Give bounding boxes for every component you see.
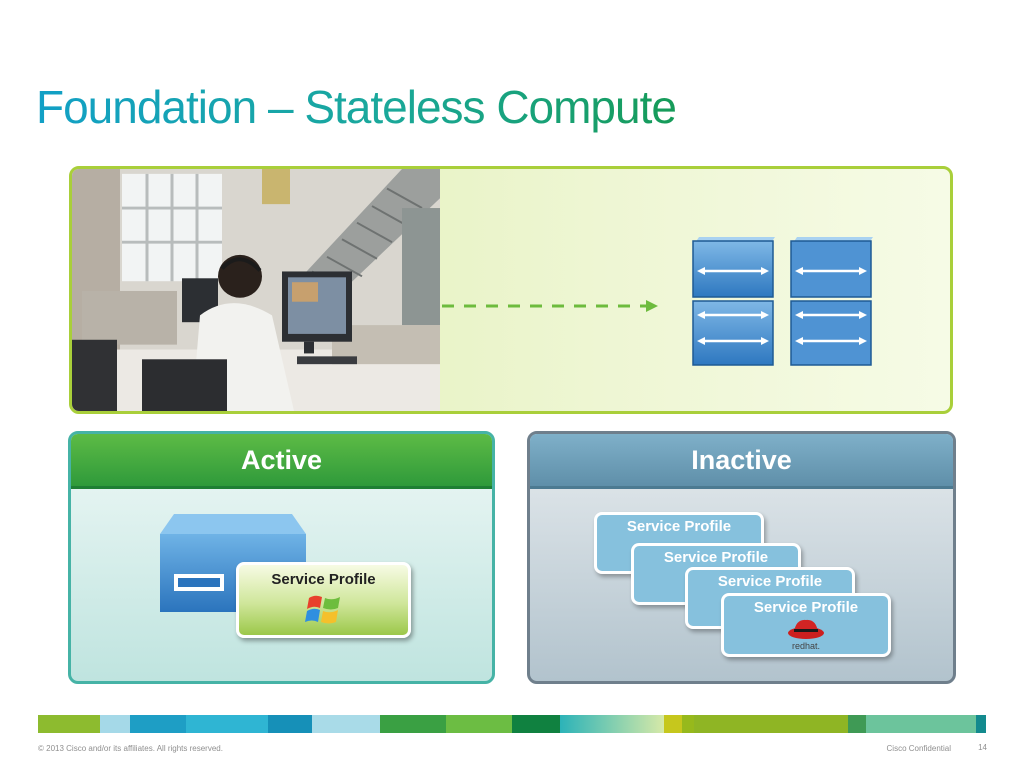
redhat-wordmark: redhat. — [791, 641, 821, 651]
copyright-text: © 2013 Cisco and/or its affiliates. All … — [38, 744, 223, 753]
service-profile-label: Service Profile — [663, 549, 769, 566]
service-profile-inactive-4: Service Profile redhat. — [721, 593, 891, 657]
page-title: Foundation – Stateless Compute — [36, 81, 677, 133]
blade-server-icon — [790, 237, 873, 366]
service-profile-label: Service Profile — [626, 518, 732, 535]
service-profile-label: Service Profile — [717, 573, 823, 590]
service-profile-label: Service Profile — [271, 571, 376, 588]
service-profile-label: Service Profile — [753, 599, 859, 616]
page-number: 14 — [978, 743, 987, 752]
active-panel: Active — [68, 431, 495, 684]
top-panel — [69, 166, 953, 414]
service-profile-active: Service Profile — [236, 562, 411, 638]
color-stripe — [38, 715, 986, 733]
office-photo — [72, 169, 440, 411]
windows-logo-icon — [304, 595, 340, 624]
blade-server-icon — [692, 237, 775, 366]
inactive-header: Inactive — [530, 434, 953, 489]
dashed-arrow-icon — [442, 300, 658, 312]
active-header: Active — [71, 434, 492, 489]
redhat-logo-icon — [788, 619, 824, 639]
confidential-text: Cisco Confidential — [886, 744, 951, 753]
